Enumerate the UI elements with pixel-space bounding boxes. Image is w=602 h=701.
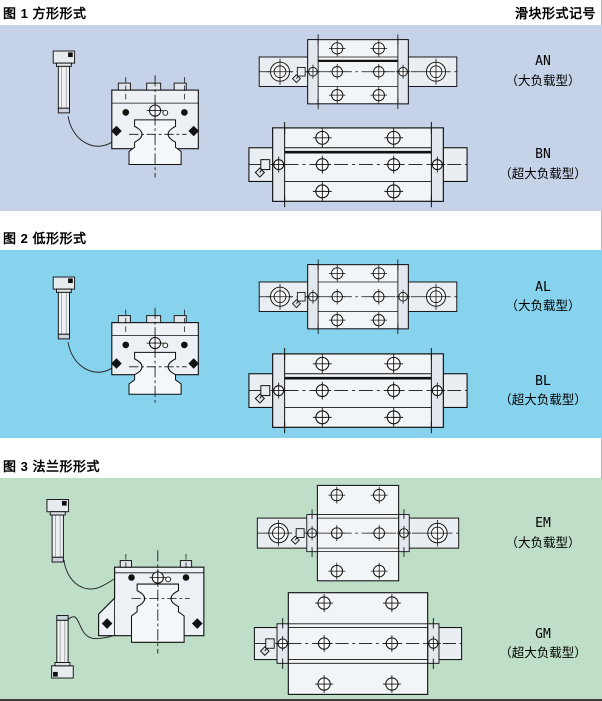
variant-code: GM	[535, 626, 551, 642]
variant-code: AL	[535, 279, 551, 295]
figure-2-header: 图 2 低形形式	[0, 211, 601, 250]
variant-code: BN	[535, 147, 551, 163]
cross-section-drawing-square	[0, 25, 232, 211]
variant-row-em: EM （大负载型）	[232, 478, 602, 589]
cross-section-drawing-low	[0, 250, 232, 438]
figure-1-top-views: AN （大负载型） BN （超大负载型）	[232, 25, 602, 211]
variant-type: （大负载型）	[505, 535, 581, 550]
slider-form-symbol-header: 滑块形式记号	[514, 6, 596, 21]
variant-label-bl: BL （超大负载型）	[484, 372, 602, 410]
variant-row-bn: BN （超大负载型）	[232, 118, 602, 211]
variant-code: AN	[535, 54, 551, 70]
variant-type: （大负载型）	[505, 73, 581, 88]
variant-label-an: AN （大负载型）	[484, 52, 602, 90]
top-view-drawing-an	[232, 31, 484, 112]
figure-2-panel: AL （大负载型） BL （超大负载型）	[0, 250, 602, 438]
figure-1-header: 图 1 方形形式 滑块形式记号	[0, 0, 601, 25]
variant-type: （大负载型）	[505, 299, 581, 314]
variant-type: （超大负载型）	[499, 166, 587, 181]
top-view-drawing-al	[232, 256, 484, 337]
figure-1-section: 图 1 方形形式 滑块形式记号 AN （大负载型） BN （超大负载型）	[0, 0, 602, 211]
variant-code: BL	[535, 373, 551, 389]
variant-type: （超大负载型）	[499, 646, 587, 661]
figure-3-section: 图 3 法兰形形式 EM （大负载型） GM （超大负载型）	[0, 438, 602, 701]
figure-1-title: 图 1 方形形式	[3, 6, 87, 21]
variant-row-bl: BL （超大负载型）	[232, 344, 602, 438]
figure-3-panel: EM （大负载型） GM （超大负载型）	[0, 478, 602, 701]
figure-2-title: 图 2 低形形式	[3, 231, 87, 246]
variant-row-gm: GM （超大负载型）	[232, 589, 602, 700]
top-view-drawing-bl	[232, 344, 484, 437]
figure-3-top-views: EM （大负载型） GM （超大负载型）	[232, 478, 602, 699]
variant-row-an: AN （大负载型）	[232, 25, 602, 118]
variant-label-gm: GM （超大负载型）	[484, 625, 602, 663]
figure-3-title: 图 3 法兰形形式	[3, 459, 100, 474]
figure-2-top-views: AL （大负载型） BL （超大负载型）	[232, 250, 602, 438]
top-view-drawing-em	[232, 481, 484, 585]
figure-2-section: 图 2 低形形式 AL （大负载型） BL （超大负载型）	[0, 211, 602, 438]
variant-label-em: EM （大负载型）	[484, 514, 602, 552]
variant-code: EM	[535, 516, 551, 532]
variant-row-al: AL （大负载型）	[232, 250, 602, 344]
figure-1-panel: AN （大负载型） BN （超大负载型）	[0, 25, 602, 211]
variant-type: （超大负载型）	[499, 393, 587, 408]
variant-label-al: AL （大负载型）	[484, 278, 602, 316]
top-view-drawing-bn	[232, 118, 484, 211]
figure-3-header: 图 3 法兰形形式	[0, 438, 601, 478]
top-view-drawing-gm	[232, 588, 484, 699]
cross-section-drawing-flange	[0, 478, 232, 699]
variant-label-bn: BN （超大负载型）	[484, 145, 602, 183]
